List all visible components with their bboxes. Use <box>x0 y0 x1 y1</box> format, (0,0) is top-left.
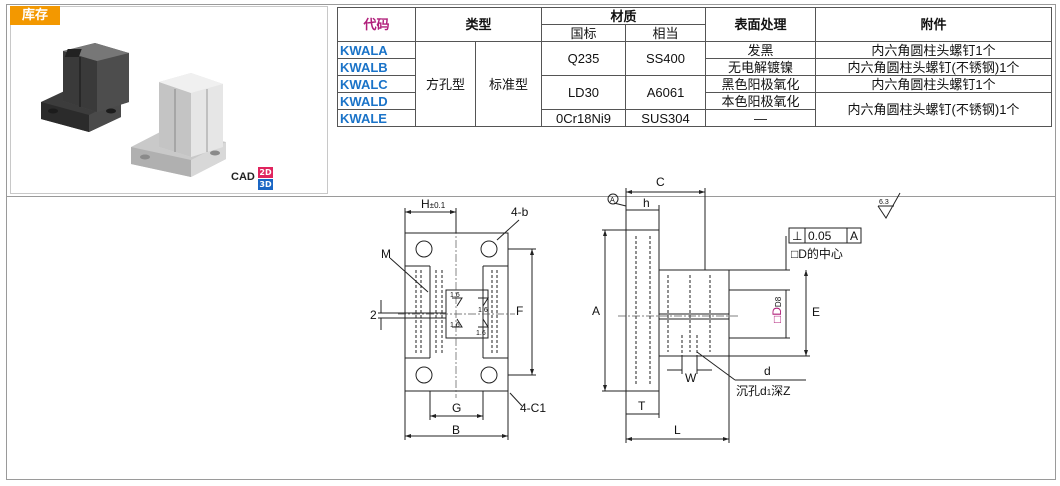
material-cell: Q235 <box>541 41 626 76</box>
perpendicularity-symbol: ⊥ <box>792 229 802 243</box>
dim-t-label: T <box>638 399 646 413</box>
tolerance-datum: A <box>850 229 858 243</box>
dim-d-label: □DD8 <box>770 296 784 323</box>
counterbore-label: 沉孔d1深Z <box>736 384 790 398</box>
roughness-label: 1.6 <box>478 307 488 314</box>
header-type: 类型 <box>415 7 542 42</box>
mount-hole <box>480 366 498 384</box>
dim-h-label: H±0.1 <box>421 197 446 211</box>
header-accessory: 附件 <box>815 7 1052 42</box>
surface-cell: — <box>705 109 816 127</box>
material-cell: 0Cr18Ni9 <box>541 109 626 127</box>
dim-4c1-label: 4-C1 <box>520 401 546 415</box>
product-photo <box>10 6 328 194</box>
surface-cell: 发黑 <box>705 41 816 59</box>
spec-table: 代码 类型 材质 表面处理 附件 国标 相当 KWALA 方孔型 标准型 Q23… <box>337 7 1052 127</box>
code-cell[interactable]: KWALB <box>337 58 416 76</box>
datum-a-label: A <box>610 197 615 204</box>
dim-a-label: A <box>592 304 600 318</box>
accessory-cell: 内六角圆柱头螺钉1个 <box>815 75 1052 93</box>
mount-hole <box>480 240 498 258</box>
dim-f-label: F <box>516 304 523 318</box>
roughness-label: 1.6 <box>450 322 460 329</box>
tolerance-value: 0.05 <box>808 229 832 243</box>
type-cell: 标准型 <box>475 41 542 127</box>
cad-2d-badge[interactable]: 2D <box>258 167 273 178</box>
dim-c-label: C <box>656 175 665 189</box>
side-view-plate <box>625 229 660 392</box>
dim-m-label: M <box>381 247 391 261</box>
dim-2-label: 2 <box>370 308 377 322</box>
section-divider <box>6 196 1056 197</box>
code-cell[interactable]: KWALE <box>337 109 416 127</box>
header-code: 代码 <box>337 7 416 42</box>
cad-label: CAD <box>231 171 255 183</box>
cad-download-icon[interactable]: CAD 2D 3D <box>231 167 275 191</box>
roughness-63-label: 6.3 <box>879 199 889 206</box>
side-view-body <box>658 269 730 357</box>
d-center-label: □D的中心 <box>791 246 843 261</box>
dim-g-label: G <box>452 401 461 415</box>
dim-e-label: E <box>812 305 820 319</box>
mount-hole <box>415 366 433 384</box>
type-cell: 方孔型 <box>415 41 476 127</box>
stock-badge: 库存 <box>10 6 60 25</box>
dim-l-label: L <box>674 423 681 437</box>
dim-4b-label: 4-b <box>511 205 529 219</box>
dim-d-small-label: d <box>764 364 771 378</box>
cad-3d-badge[interactable]: 3D <box>258 179 273 190</box>
datum-a-circle <box>607 193 619 205</box>
surface-cell: 黑色阳极氧化 <box>705 75 816 93</box>
accessory-cell: 内六角圆柱头螺钉(不锈钢)1个 <box>815 92 1052 127</box>
roughness-label: 1.6 <box>450 292 460 299</box>
header-material: 材质 <box>541 7 706 25</box>
geometric-tolerance-frame <box>788 227 862 244</box>
surface-cell: 无电解镀镍 <box>705 58 816 76</box>
mount-hole <box>415 240 433 258</box>
page-frame <box>6 4 1056 480</box>
dim-h-small-label: h <box>643 196 650 210</box>
material-cell: A6061 <box>625 75 706 110</box>
material-cell: SUS304 <box>625 109 706 127</box>
dim-b-label: B <box>452 423 460 437</box>
roughness-label: 1.6 <box>476 330 486 337</box>
product-render <box>41 43 226 177</box>
dim-w-label: W <box>685 371 697 385</box>
